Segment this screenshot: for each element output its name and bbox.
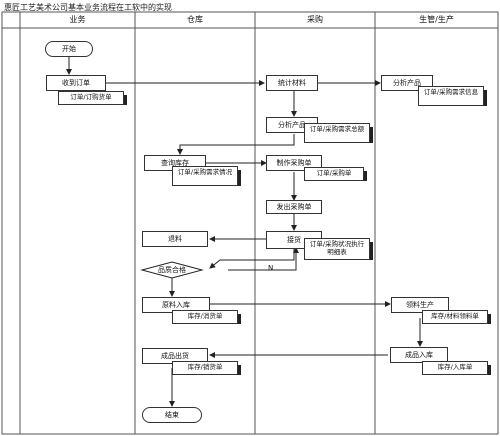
receive-goods-doc: 订单/采购状况执行明细表 (304, 238, 373, 260)
product-in-box: 成品入库 (390, 347, 448, 363)
material-production-doc: 库存/材料领料单 (422, 310, 491, 324)
lane-production: 生管/生产 (419, 15, 454, 24)
start-node: 开始 (45, 41, 93, 57)
return-goods-box: 退料 (142, 231, 208, 247)
check-inventory-doc: 订单/采购需求情况 (172, 166, 241, 186)
analyze-products-doc: 订单/采购需求总额 (304, 123, 373, 143)
lane-business: 业务 (69, 15, 86, 24)
make-purchase-doc: 订单/采购单 (304, 167, 367, 181)
product-in-doc: 库存/入库单 (422, 361, 491, 375)
raw-storage-box: 原料入库 (142, 297, 210, 313)
no-branch-label: N (268, 264, 274, 272)
raw-storage-doc: 库存/消货单 (172, 310, 241, 324)
sum-materials-box: 统计材料 (266, 75, 318, 91)
lane-warehouse: 仓库 (187, 15, 203, 24)
order-doc: 订单/订购货单 (58, 91, 127, 105)
end-node: 结束 (142, 407, 202, 423)
decision-diamond (140, 261, 204, 279)
analyze-product-doc: 订单/采购需求信息 (418, 86, 487, 106)
lane-purchase: 采购 (307, 15, 323, 24)
material-production-box: 领料生产 (391, 297, 449, 313)
diagram-title: 惠匠工艺美术公司基本业务流程在工软中的实现 (4, 3, 172, 12)
receive-order-box: 收到订单 (46, 75, 106, 91)
product-out-doc: 库存/销货单 (172, 361, 241, 375)
issue-purchase-box: 发出采购单 (266, 200, 322, 214)
quality-check-label: 品质合格 (158, 266, 186, 274)
diagram-frame (1, 11, 499, 435)
